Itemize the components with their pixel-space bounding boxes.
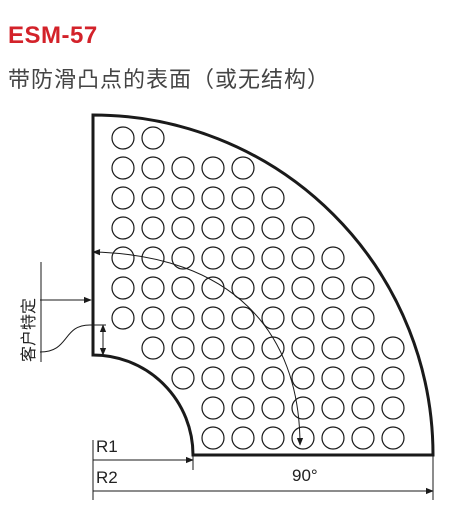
anti-slip-dot bbox=[261, 276, 285, 300]
product-description: 带防滑凸点的表面（或无结构） bbox=[8, 68, 331, 93]
customer-leader bbox=[39, 324, 106, 353]
anti-slip-dot bbox=[261, 426, 285, 450]
anti-slip-dot bbox=[201, 156, 225, 180]
anti-slip-dot bbox=[321, 246, 345, 270]
anti-slip-dot bbox=[171, 366, 195, 390]
anti-slip-dot bbox=[231, 306, 255, 330]
anti-slip-dot bbox=[111, 246, 135, 270]
anti-slip-dot bbox=[291, 426, 315, 450]
anti-slip-dot bbox=[201, 366, 225, 390]
anti-slip-dot bbox=[141, 246, 165, 270]
anti-slip-dot bbox=[321, 276, 345, 300]
anti-slip-dot bbox=[321, 426, 345, 450]
anti-slip-dot bbox=[111, 216, 135, 240]
anti-slip-dot bbox=[171, 186, 195, 210]
anti-slip-dot bbox=[201, 246, 225, 270]
anti-slip-dot bbox=[141, 126, 165, 150]
anti-slip-dot bbox=[111, 126, 135, 150]
anti-slip-dot bbox=[141, 216, 165, 240]
anti-slip-dot bbox=[321, 336, 345, 360]
anti-slip-dot bbox=[351, 396, 375, 420]
anti-slip-dot bbox=[321, 366, 345, 390]
anti-slip-dot bbox=[141, 306, 165, 330]
anti-slip-dot bbox=[381, 336, 405, 360]
product-code: ESM-57 bbox=[8, 22, 98, 49]
r1-label: R1 bbox=[96, 437, 118, 456]
anti-slip-dot bbox=[291, 366, 315, 390]
anti-slip-dot bbox=[201, 216, 225, 240]
anti-slip-dot bbox=[231, 156, 255, 180]
anti-slip-dot bbox=[201, 426, 225, 450]
radius-arc-arrow bbox=[92, 248, 304, 446]
anti-slip-dot bbox=[261, 396, 285, 420]
anti-slip-dot bbox=[111, 156, 135, 180]
anti-slip-dots bbox=[111, 126, 405, 450]
anti-slip-dot bbox=[201, 186, 225, 210]
anti-slip-dot bbox=[291, 246, 315, 270]
anti-slip-dot bbox=[141, 276, 165, 300]
anti-slip-dot bbox=[381, 366, 405, 390]
anti-slip-dot bbox=[111, 276, 135, 300]
anti-slip-dot bbox=[111, 186, 135, 210]
anti-slip-dot bbox=[261, 186, 285, 210]
anti-slip-dot bbox=[351, 336, 375, 360]
anti-slip-dot bbox=[141, 186, 165, 210]
anti-slip-dot bbox=[261, 246, 285, 270]
anti-slip-dot bbox=[231, 426, 255, 450]
anti-slip-dot bbox=[321, 396, 345, 420]
r2-label: R2 bbox=[96, 468, 118, 487]
anti-slip-dot bbox=[201, 336, 225, 360]
anti-slip-dot bbox=[291, 336, 315, 360]
customer-specific-label: 客户特定 bbox=[19, 298, 38, 362]
anti-slip-dot bbox=[231, 366, 255, 390]
anti-slip-dot bbox=[351, 366, 375, 390]
anti-slip-dot bbox=[141, 156, 165, 180]
anti-slip-dot bbox=[381, 396, 405, 420]
anti-slip-dot bbox=[231, 396, 255, 420]
anti-slip-dot bbox=[351, 276, 375, 300]
anti-slip-dot bbox=[261, 216, 285, 240]
anti-slip-dot bbox=[321, 306, 345, 330]
anti-slip-dot bbox=[291, 216, 315, 240]
anti-slip-dot bbox=[201, 306, 225, 330]
anti-slip-dot bbox=[291, 276, 315, 300]
anti-slip-dot bbox=[171, 306, 195, 330]
anti-slip-dot bbox=[231, 336, 255, 360]
anti-slip-dot bbox=[171, 156, 195, 180]
anti-slip-dot bbox=[261, 366, 285, 390]
anti-slip-dot bbox=[171, 216, 195, 240]
anti-slip-dot bbox=[201, 396, 225, 420]
anti-slip-dot bbox=[231, 186, 255, 210]
anti-slip-dot bbox=[261, 336, 285, 360]
anti-slip-dot bbox=[351, 306, 375, 330]
anti-slip-dot bbox=[171, 336, 195, 360]
anti-slip-dot bbox=[381, 426, 405, 450]
anti-slip-dot bbox=[291, 306, 315, 330]
anti-slip-dot bbox=[231, 246, 255, 270]
anti-slip-dot bbox=[291, 396, 315, 420]
angle-label: 90° bbox=[292, 466, 318, 485]
anti-slip-dot bbox=[111, 306, 135, 330]
anti-slip-dot bbox=[171, 246, 195, 270]
anti-slip-dot bbox=[351, 426, 375, 450]
anti-slip-dot bbox=[171, 276, 195, 300]
anti-slip-dot bbox=[141, 336, 165, 360]
anti-slip-dot bbox=[231, 216, 255, 240]
